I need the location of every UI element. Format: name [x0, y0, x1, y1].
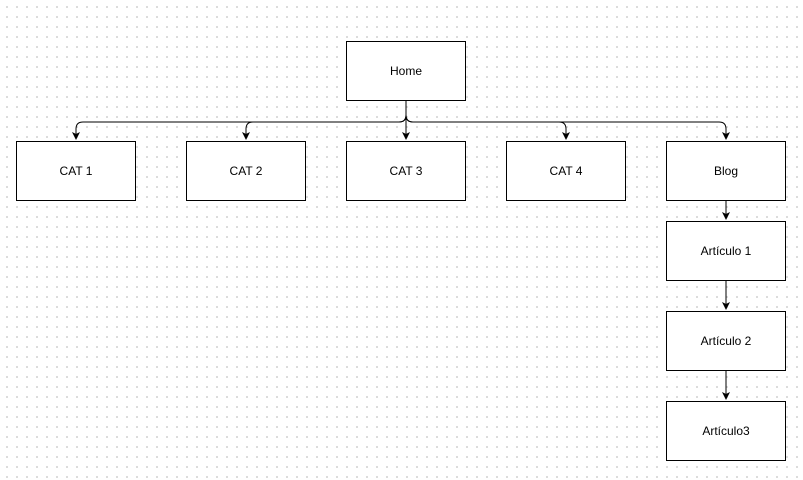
node-cat2[interactable]: CAT 2 [186, 141, 306, 201]
node-cat4[interactable]: CAT 4 [506, 141, 626, 201]
node-articulo1[interactable]: Artículo 1 [666, 221, 786, 281]
node-articulo1-label: Artículo 1 [700, 244, 752, 258]
node-cat1[interactable]: CAT 1 [16, 141, 136, 201]
node-cat2-label: CAT 2 [229, 164, 263, 178]
node-home[interactable]: Home [346, 41, 466, 101]
edge-home-cat4 [405, 101, 570, 140]
node-cat3[interactable]: CAT 3 [346, 141, 466, 201]
node-articulo3-label: Artículo3 [702, 424, 750, 438]
node-home-label: Home [389, 64, 422, 78]
node-articulo2[interactable]: Artículo 2 [666, 311, 786, 371]
node-blog[interactable]: Blog [666, 141, 786, 201]
node-cat4-label: CAT 4 [549, 164, 583, 178]
node-cat1-label: CAT 1 [59, 164, 93, 178]
edge-home-cat1 [72, 101, 407, 140]
edge-home-cat2 [242, 101, 407, 140]
node-cat3-label: CAT 3 [389, 164, 423, 178]
node-blog-label: Blog [713, 164, 739, 178]
node-articulo3[interactable]: Artículo3 [666, 401, 786, 461]
node-articulo2-label: Artículo 2 [700, 334, 752, 348]
edge-home-blog [405, 101, 730, 140]
